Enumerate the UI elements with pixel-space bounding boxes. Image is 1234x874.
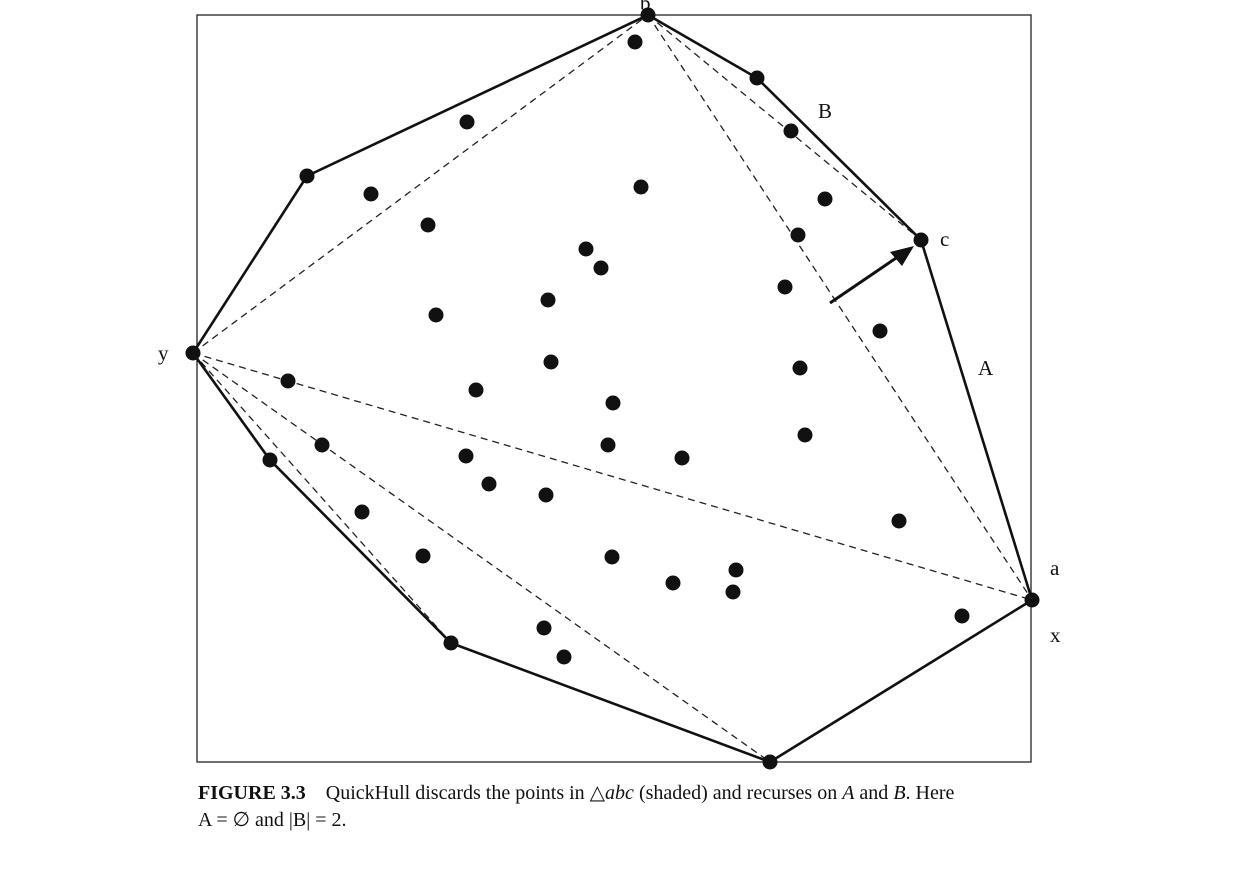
dashed-line xyxy=(647,14,922,241)
point xyxy=(604,549,620,565)
bounding-box xyxy=(196,14,1032,763)
caption-text: and xyxy=(854,782,894,804)
quickhull-diagram: b c a x y A B xyxy=(158,0,1061,770)
caption-A: A xyxy=(842,782,855,804)
point xyxy=(415,548,431,564)
point xyxy=(459,114,475,130)
point xyxy=(633,179,649,195)
point xyxy=(314,437,330,453)
point xyxy=(762,754,778,770)
label-b: b xyxy=(640,0,651,15)
point xyxy=(790,227,806,243)
point xyxy=(725,584,741,600)
point xyxy=(777,279,793,295)
figure-caption: FIGURE 3.3 QuickHull discards the points… xyxy=(198,780,1208,834)
point xyxy=(556,649,572,665)
arrow xyxy=(829,246,914,305)
caption-line2: A = ∅ and |B| = 2. xyxy=(198,809,347,831)
point xyxy=(1024,592,1040,608)
label-c: c xyxy=(940,227,949,251)
point xyxy=(913,232,929,248)
point xyxy=(468,382,484,398)
dashed-line xyxy=(647,14,1033,601)
convex-hull xyxy=(191,13,1034,764)
label-x: x xyxy=(1050,623,1061,647)
point xyxy=(783,123,799,139)
point xyxy=(185,345,201,361)
point xyxy=(538,487,554,503)
dashed-line xyxy=(192,352,452,644)
dashed-line xyxy=(192,14,649,354)
caption-abc: abc xyxy=(605,782,634,804)
caption-text: (shaded) and recurses on xyxy=(633,782,843,804)
point xyxy=(299,168,315,184)
point xyxy=(627,34,643,50)
label-y: y xyxy=(158,341,169,365)
dashed-lines xyxy=(192,14,1033,763)
label-B: B xyxy=(818,99,832,123)
point xyxy=(891,513,907,529)
point xyxy=(540,292,556,308)
point xyxy=(428,307,444,323)
point xyxy=(458,448,474,464)
point xyxy=(817,191,833,207)
point xyxy=(954,608,970,624)
points xyxy=(185,7,1040,770)
point xyxy=(543,354,559,370)
point xyxy=(728,562,744,578)
caption-text: . Here xyxy=(905,782,955,804)
point xyxy=(481,476,497,492)
label-a: a xyxy=(1050,556,1060,580)
point xyxy=(593,260,609,276)
caption-text: QuickHull discards the points in △ xyxy=(325,782,606,804)
point xyxy=(640,7,656,23)
point xyxy=(665,575,681,591)
label-A: A xyxy=(978,356,994,380)
hull-polygon xyxy=(191,13,1034,764)
point xyxy=(363,186,379,202)
figure-label: FIGURE 3.3 xyxy=(198,782,306,804)
point xyxy=(280,373,296,389)
point xyxy=(605,395,621,411)
point xyxy=(354,504,370,520)
dashed-line xyxy=(192,352,1033,601)
point xyxy=(420,217,436,233)
point xyxy=(600,437,616,453)
point xyxy=(797,427,813,443)
dashed-line xyxy=(192,352,771,763)
point xyxy=(792,360,808,376)
point xyxy=(443,635,459,651)
point xyxy=(674,450,690,466)
point xyxy=(749,70,765,86)
point xyxy=(536,620,552,636)
caption-B: B xyxy=(893,782,906,804)
point xyxy=(578,241,594,257)
point xyxy=(872,323,888,339)
point xyxy=(262,452,278,468)
